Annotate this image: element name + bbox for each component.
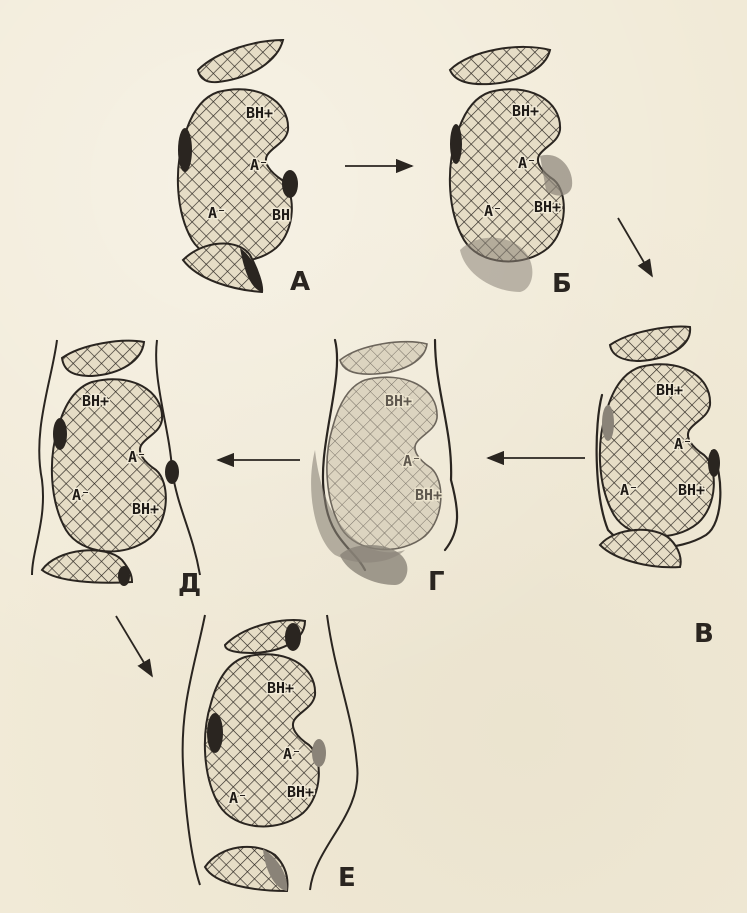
panel-letter-b: Б <box>552 269 572 299</box>
panel-letter-g: Г <box>428 567 445 597</box>
panel-e: BH+ A⁻ A⁻ BH+ <box>183 615 358 891</box>
molecule-body-a <box>178 89 292 261</box>
dark-site-right-v <box>708 449 720 477</box>
site-a-mid-v: A⁻ <box>674 435 692 453</box>
site-bh-bottom-v: BH+ <box>678 481 705 499</box>
panel-a: BH+ A⁻ A⁻ BH <box>178 40 298 292</box>
panel-d: BH+ A⁻ A⁻ BH+ <box>32 340 200 586</box>
top-cap-v <box>610 327 690 361</box>
site-a-left-a: A⁻ <box>208 204 226 222</box>
channel-wall-left-e <box>183 615 205 885</box>
dark-site-left-e <box>207 713 223 753</box>
site-bh-top-v: BH+ <box>656 381 683 399</box>
site-a-left-d: A⁻ <box>72 486 90 504</box>
panel-letter-e: Е <box>338 863 356 893</box>
site-bh-top-g: BH+ <box>385 392 412 410</box>
arrow-b-to-v <box>618 218 652 276</box>
molecule-body-g <box>327 377 441 549</box>
dark-site-left-a <box>178 128 192 172</box>
dark-site-left-d <box>53 418 67 450</box>
dark-site-right-e <box>312 739 326 767</box>
panel-b: BH+ A⁻ A⁻ BH+ <box>450 47 572 292</box>
site-a-left-v: A⁻ <box>620 481 638 499</box>
site-a-left-b: A⁻ <box>484 202 502 220</box>
site-bh-bottom-e: BH+ <box>287 783 314 801</box>
panel-letter-v: В <box>694 619 714 649</box>
site-a-mid-e: A⁻ <box>283 745 301 763</box>
top-cap-g <box>340 342 427 374</box>
top-cap-d <box>62 341 144 376</box>
site-bh-top-e: BH+ <box>267 679 294 697</box>
site-bh-top-d: BH+ <box>82 392 109 410</box>
site-bh-top-b: BH+ <box>512 102 539 120</box>
site-a-mid-b: A⁻ <box>518 154 536 172</box>
panel-letter-a: А <box>290 267 310 297</box>
bottom-cap-dark-d <box>118 566 130 586</box>
channel-wall-right-g <box>435 340 457 550</box>
arrow-d-to-e <box>116 616 152 676</box>
site-bh-top-a: BH+ <box>246 104 273 122</box>
site-a-mid-d: A⁻ <box>128 448 146 466</box>
top-cap-a <box>198 40 283 82</box>
panel-g: BH+ A⁻ BH+ <box>311 340 457 585</box>
dark-site-left-v <box>602 405 614 441</box>
site-bh-bottom-g: BH+ <box>415 486 442 504</box>
site-a-left-e: A⁻ <box>229 789 247 807</box>
dark-site-left-b <box>450 124 462 164</box>
site-bh-bottom-a: BH <box>272 206 290 224</box>
site-bh-bottom-d: BH+ <box>132 500 159 518</box>
dark-site-right-d <box>165 460 179 484</box>
top-cap-b <box>450 47 550 84</box>
panel-v: BH+ A⁻ A⁻ BH+ <box>597 327 721 568</box>
site-a-mid-a: A⁻ <box>250 156 268 174</box>
site-a-mid-g: A⁻ <box>403 452 421 470</box>
site-bh-bottom-b: BH+ <box>534 198 561 216</box>
panel-letter-d: Д <box>178 569 201 599</box>
dark-site-right-a <box>282 170 298 198</box>
top-cap-dark-e <box>285 623 301 651</box>
bottom-cap-g <box>340 545 407 585</box>
channel-wall-right-d <box>156 340 200 575</box>
